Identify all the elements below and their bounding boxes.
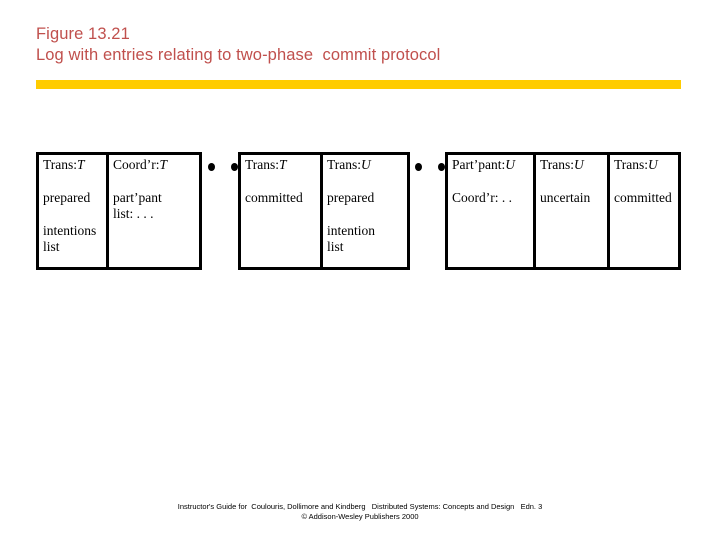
page-title: Figure 13.21 Log with entries relating t…	[36, 24, 686, 66]
ellipsis-1	[208, 160, 238, 174]
log-cell-header-label: Trans:	[327, 157, 362, 172]
log-cell-header-txid: U	[505, 157, 515, 172]
footer-attribution-line: Instructor's Guide for Coulouris, Dollim…	[177, 502, 543, 511]
log-group-3: Part’pant:U Coord’r: . . Trans:U uncerta…	[445, 152, 681, 270]
log-cell-header-label: Trans:	[245, 157, 280, 172]
log-cell-line: Coord’r: . .	[452, 190, 512, 205]
log-cell-trans-u-prepared: Trans:U prepared intention list	[320, 155, 410, 267]
log-cell-header-label: Trans:	[540, 157, 575, 172]
log-cell-header-txid: U	[361, 157, 371, 172]
log-group-1: Trans:T prepared intentions list Coord’r…	[36, 152, 202, 270]
log-cell-header-label: Trans:	[614, 157, 649, 172]
log-cell-line: intentions	[43, 223, 97, 238]
log-cell-header: Part’pant:U	[452, 157, 530, 173]
log-cell-line: committed	[245, 190, 303, 205]
log-cell-header-label: Trans:	[43, 157, 78, 172]
log-group-2: Trans:T committed Trans:U prepared inten…	[238, 152, 410, 270]
log-cell-trans-t-committed: Trans:T committed	[238, 155, 320, 267]
log-cell-header-txid: T	[159, 157, 168, 172]
log-cell-line: prepared	[43, 190, 91, 205]
title-line-description: Log with entries relating to two-phase c…	[36, 46, 441, 64]
log-cell-header-label: Part’pant:	[452, 157, 506, 172]
log-cell-header: Trans:U	[614, 157, 675, 173]
log-cell-line: committed	[614, 190, 672, 205]
log-cell-trans-u-uncertain: Trans:U uncertain	[533, 155, 607, 267]
log-cell-line: prepared	[327, 190, 375, 205]
log-cell-header: Trans:U	[327, 157, 404, 173]
ellipsis-dot-icon	[208, 163, 215, 171]
log-cell-line: uncertain	[540, 190, 591, 205]
log-cell-trans-t-prepared: Trans:T prepared intentions list	[36, 155, 106, 267]
log-cell-header-txid: U	[574, 157, 584, 172]
log-cell-trans-u-committed: Trans:U committed	[607, 155, 681, 267]
log-cell-header: Coord’r:T	[113, 157, 196, 173]
log-cell-header-txid: U	[648, 157, 658, 172]
ellipsis-dot-icon	[438, 163, 445, 171]
log-cell-line: list	[327, 239, 344, 254]
log-cell-coordr-t: Coord’r:T part’pant list: . . .	[106, 155, 202, 267]
log-cell-header-txid: T	[279, 157, 287, 172]
ellipsis-2	[415, 160, 445, 174]
log-cell-line: list: . . .	[113, 206, 154, 221]
log-cell-header: Trans:U	[540, 157, 604, 173]
log-cell-line: intention	[327, 223, 375, 238]
accent-bar-divider	[36, 80, 681, 89]
log-cell-partpant-u: Part’pant:U Coord’r: . .	[445, 155, 533, 267]
ellipsis-dot-icon	[231, 163, 238, 171]
footer-copyright-line: © Addison-Wesley Publishers 2000	[301, 512, 419, 521]
log-cell-header-txid: T	[77, 157, 85, 172]
footer: Instructor's Guide for Coulouris, Dollim…	[0, 502, 720, 522]
log-cell-header: Trans:T	[43, 157, 103, 173]
log-cell-header-label: Coord’r:	[113, 157, 160, 172]
log-cell-line: part’pant	[113, 190, 162, 205]
ellipsis-dot-icon	[415, 163, 422, 171]
log-diagram: Trans:T prepared intentions list Coord’r…	[36, 152, 681, 270]
title-line-figure-number: Figure 13.21	[36, 25, 130, 43]
log-cell-header: Trans:T	[245, 157, 317, 173]
log-cell-line: list	[43, 239, 60, 254]
